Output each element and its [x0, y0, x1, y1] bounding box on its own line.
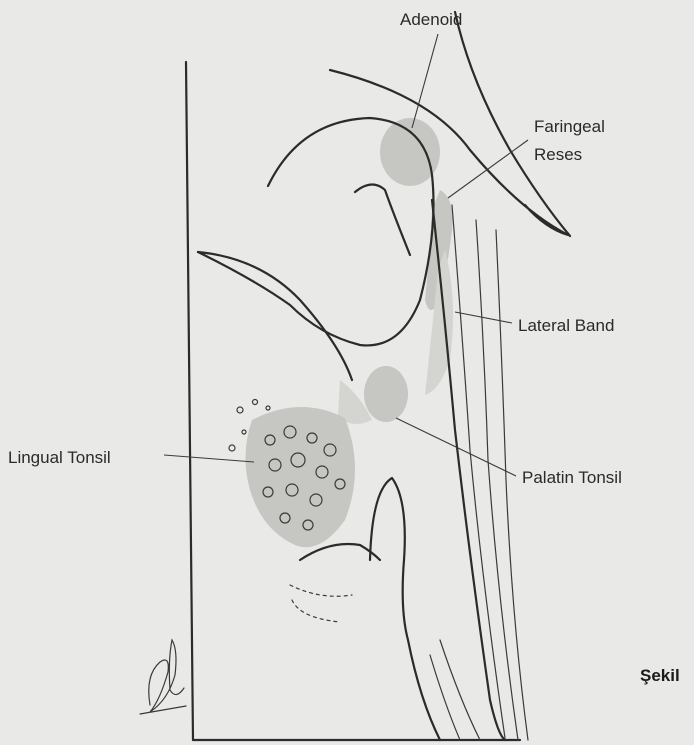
vertical-frame-line: [186, 62, 193, 740]
faringeal-label-line2: Reses: [534, 145, 582, 164]
eustachian-curl: [355, 184, 410, 255]
epiglottis-outline: [370, 478, 440, 740]
lingual-tonsil-leader: [164, 455, 254, 462]
hyoid-dotted-2: [292, 600, 340, 622]
faringeal-label-line1: Faringeal: [534, 117, 605, 136]
lymphoid-tissue: [245, 118, 453, 547]
lateral-band-leader: [455, 312, 512, 323]
artist-signature: [140, 640, 186, 714]
adenoid-label: Adenoid: [400, 10, 462, 29]
pharyngeal-wall-line-3: [476, 220, 518, 740]
tongue-dorsum-outline: [198, 252, 352, 380]
shade-stroke-1: [440, 640, 480, 740]
lingual-tonsil-label: Lingual Tonsil: [8, 448, 111, 467]
figure-caption: Şekil: [640, 666, 680, 685]
faringeal-leader: [448, 140, 528, 198]
palatin-tonsil-mass: [364, 366, 408, 422]
palatin-tonsil-label: Palatin Tonsil: [522, 468, 622, 487]
lateral-band-label: Lateral Band: [518, 316, 614, 335]
lingual-tonsil-mass: [245, 407, 355, 547]
palatin-tonsil-leader: [396, 418, 516, 476]
hyoid-dotted: [290, 585, 352, 596]
